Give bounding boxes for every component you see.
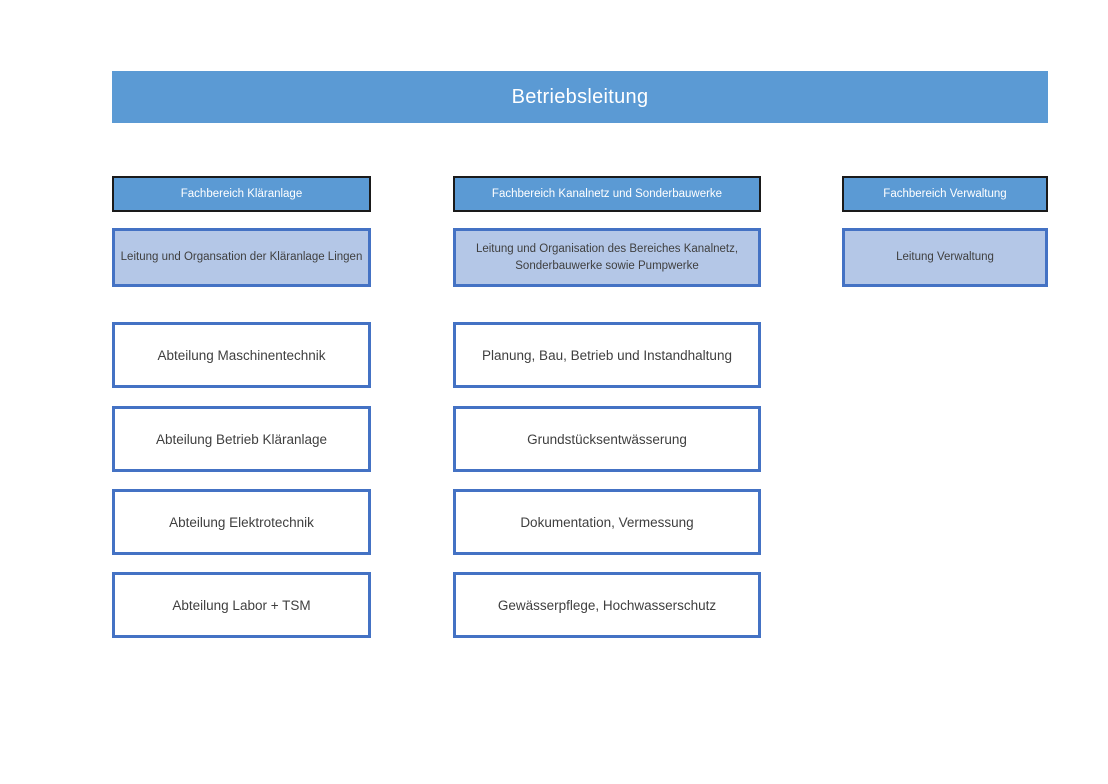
column-fachbereich-verwaltung: Fachbereich Verwaltung Leitung Verwaltun…: [842, 0, 1048, 784]
dept-label: Dokumentation, Vermessung: [520, 514, 694, 530]
dept-box-betrieb-klaeranlage: Abteilung Betrieb Kläranlage: [112, 406, 371, 472]
dept-box-maschinentechnik: Abteilung Maschinentechnik: [112, 322, 371, 388]
lead-label: Leitung Verwaltung: [896, 251, 994, 264]
header-box-fachbereich-klaeranlage: Fachbereich Kläranlage: [112, 176, 371, 212]
lead-label: Leitung und Organsation der Kläranlage L…: [120, 251, 363, 264]
dept-label: Abteilung Labor + TSM: [172, 597, 311, 613]
dept-label: Gewässerpflege, Hochwasserschutz: [497, 597, 717, 613]
dept-box-grundstuecksentwaesserung: Grundstücksentwässerung: [453, 406, 761, 472]
dept-label: Abteilung Betrieb Kläranlage: [155, 431, 328, 447]
header-box-fachbereich-kanalnetz: Fachbereich Kanalnetz und Sonderbauwerke: [453, 176, 761, 212]
column-fachbereich-kanalnetz: Fachbereich Kanalnetz und Sonderbauwerke…: [453, 0, 761, 784]
dept-label: Abteilung Maschinentechnik: [157, 347, 326, 363]
header-box-fachbereich-verwaltung: Fachbereich Verwaltung: [842, 176, 1048, 212]
org-chart-title-banner: Betriebsleitung: [112, 71, 1048, 123]
org-chart-title: Betriebsleitung: [511, 85, 649, 108]
dept-box-labor-tsm: Abteilung Labor + TSM: [112, 572, 371, 638]
header-label: Fachbereich Kanalnetz und Sonderbauwerke: [491, 188, 723, 200]
dept-box-planung-bau-betrieb: Planung, Bau, Betrieb und Instandhaltung: [453, 322, 761, 388]
column-fachbereich-klaeranlage: Fachbereich Kläranlage Leitung und Organ…: [112, 0, 371, 784]
dept-label: Planung, Bau, Betrieb und Instandhaltung: [482, 347, 732, 363]
lead-box-leitung-kanalnetz: Leitung und Organisation des Bereiches K…: [453, 228, 761, 287]
lead-box-leitung-verwaltung: Leitung Verwaltung: [842, 228, 1048, 287]
dept-label: Grundstücksentwässerung: [527, 431, 687, 447]
header-label: Fachbereich Verwaltung: [883, 188, 1007, 200]
dept-label: Abteilung Elektrotechnik: [169, 514, 314, 530]
lead-box-leitung-klaeranlage: Leitung und Organsation der Kläranlage L…: [112, 228, 371, 287]
dept-box-dokumentation-vermessung: Dokumentation, Vermessung: [453, 489, 761, 555]
dept-box-gewaesserpflege-hochwasserschutz: Gewässerpflege, Hochwasserschutz: [453, 572, 761, 638]
dept-box-elektrotechnik: Abteilung Elektrotechnik: [112, 489, 371, 555]
header-label: Fachbereich Kläranlage: [180, 188, 303, 200]
lead-label: Leitung und Organisation des Bereiches K…: [475, 242, 739, 272]
